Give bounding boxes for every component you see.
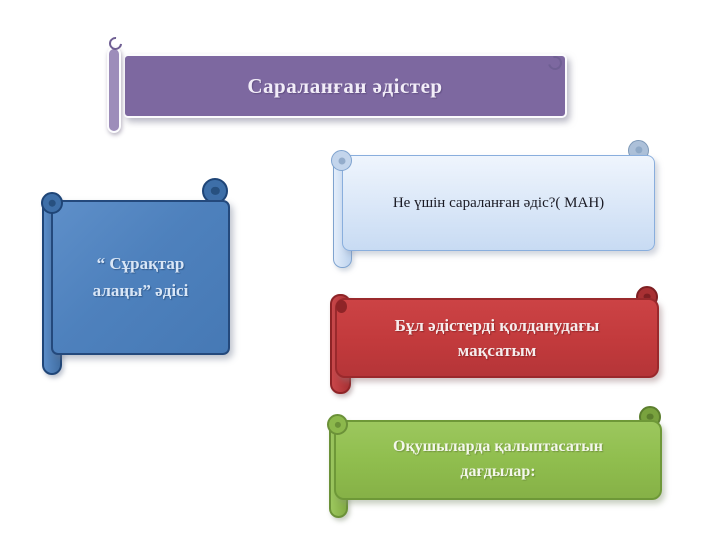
scroll-spiral-icon	[331, 150, 352, 171]
title-panel: Сараланған әдістер	[123, 53, 567, 118]
skills-box-shape: Оқушыларда қалыптасатын дағдылар:	[327, 404, 663, 518]
scroll-roll-bar-icon	[107, 47, 121, 133]
goal-label: Бұл әдістерді қолданудағы мақсатым	[394, 315, 600, 361]
why-box-shape: Не үшін сараланған әдіс?( МАН)	[331, 140, 655, 268]
slide-title: Сараланған әдістер	[247, 73, 443, 98]
scroll-spiral-icon	[41, 192, 63, 214]
skills-label: Оқушыларда қалыптасатын дағдылар:	[393, 438, 603, 480]
goal-box-shape: Бұл әдістерді қолданудағы мақсатым	[330, 284, 660, 394]
scroll-spiral-icon	[336, 300, 347, 313]
why-panel: Не үшін сараланған әдіс?( МАН)	[342, 155, 655, 251]
title-scroll-shape: Сараланған әдістер	[105, 34, 567, 136]
scroll-spiral-icon	[327, 414, 348, 435]
scroll-curl-top-right-icon	[545, 53, 565, 73]
method-panel: “ Сұрақтар алаңы” әдісі	[51, 200, 230, 355]
skills-panel: Оқушыларда қалыптасатын дағдылар:	[334, 420, 662, 500]
goal-panel: Бұл әдістерді қолданудағы мақсатым	[335, 298, 659, 378]
method-label: “ Сұрақтар алаңы” әдісі	[92, 254, 189, 300]
why-label: Не үшін сараланған әдіс?( МАН)	[392, 194, 605, 211]
method-scroll-shape: “ Сұрақтар алаңы” әдісі	[41, 178, 230, 377]
